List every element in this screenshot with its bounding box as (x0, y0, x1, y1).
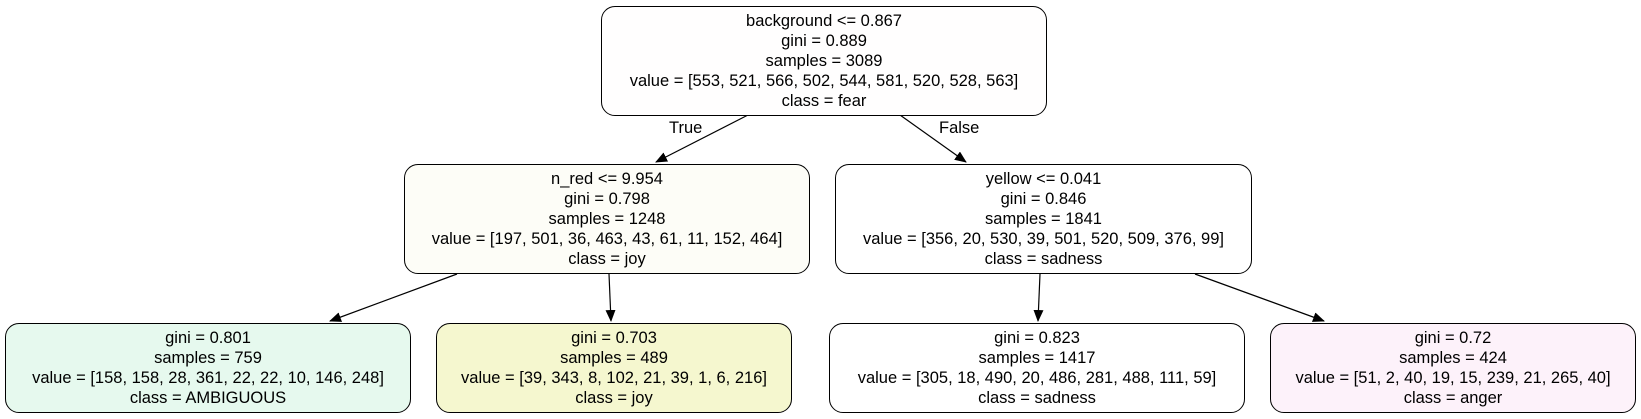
node-class: class = anger (1403, 389, 1503, 407)
edge-left-leaf-ll (329, 273, 458, 322)
node-gini: gini = 0.72 (1414, 329, 1492, 347)
node-split: background <= 0.867 (746, 12, 902, 30)
edge-left-leaf-lr (605, 273, 616, 322)
node-value: value = [158, 158, 28, 361, 22, 22, 10, … (32, 369, 384, 387)
node-class: class = AMBIGUOUS (129, 389, 287, 407)
node-leaf-rr: gini = 0.72 samples = 424 value = [51, 2… (1270, 323, 1636, 413)
node-samples: samples = 1417 (978, 349, 1096, 367)
node-split: n_red <= 9.954 (551, 170, 663, 188)
node-gini: gini = 0.846 (1000, 190, 1087, 208)
node-left: n_red <= 9.954 gini = 0.798 samples = 12… (404, 164, 810, 274)
node-value: value = [39, 343, 8, 102, 21, 39, 1, 6, … (461, 369, 767, 387)
node-value: value = [197, 501, 36, 463, 43, 61, 11, … (431, 230, 783, 248)
node-leaf-lr: gini = 0.703 samples = 489 value = [39, … (436, 323, 792, 413)
node-value: value = [553, 521, 566, 502, 544, 581, 5… (629, 72, 1019, 90)
node-leaf-ll: gini = 0.801 samples = 759 value = [158,… (5, 323, 411, 413)
node-samples: samples = 424 (1399, 349, 1507, 367)
node-gini: gini = 0.801 (165, 329, 251, 347)
node-leaf-rl: gini = 0.823 samples = 1417 value = [305… (829, 323, 1245, 413)
node-class: class = fear (781, 92, 867, 110)
node-samples: samples = 3089 (765, 52, 883, 70)
node-right: yellow <= 0.041 gini = 0.846 samples = 1… (835, 164, 1252, 274)
edge-root-left (655, 114, 749, 163)
node-class: class = sadness (978, 389, 1096, 407)
node-gini: gini = 0.889 (781, 32, 867, 50)
node-value: value = [51, 2, 40, 19, 15, 239, 21, 265… (1295, 369, 1611, 387)
edge-label-true: True (669, 119, 703, 137)
node-gini: gini = 0.823 (994, 329, 1080, 347)
node-samples: samples = 759 (154, 349, 262, 367)
node-gini: gini = 0.703 (571, 329, 657, 347)
node-value: value = [356, 20, 530, 39, 501, 520, 509… (862, 230, 1224, 248)
node-class: class = joy (575, 389, 653, 407)
node-class: class = joy (568, 250, 646, 268)
node-class: class = sadness (984, 250, 1103, 268)
edge-right-leaf-rl (1033, 273, 1044, 322)
edge-right-leaf-rr (1194, 273, 1325, 322)
node-value: value = [305, 18, 490, 20, 486, 281, 488… (857, 369, 1217, 387)
node-samples: samples = 489 (560, 349, 668, 367)
node-root: background <= 0.867 gini = 0.889 samples… (601, 6, 1047, 116)
node-samples: samples = 1248 (548, 210, 666, 228)
node-samples: samples = 1841 (985, 210, 1102, 228)
edge-root-right (899, 114, 967, 163)
node-gini: gini = 0.798 (564, 190, 650, 208)
edge-label-false: False (939, 119, 980, 137)
node-split: yellow <= 0.041 (985, 170, 1102, 188)
